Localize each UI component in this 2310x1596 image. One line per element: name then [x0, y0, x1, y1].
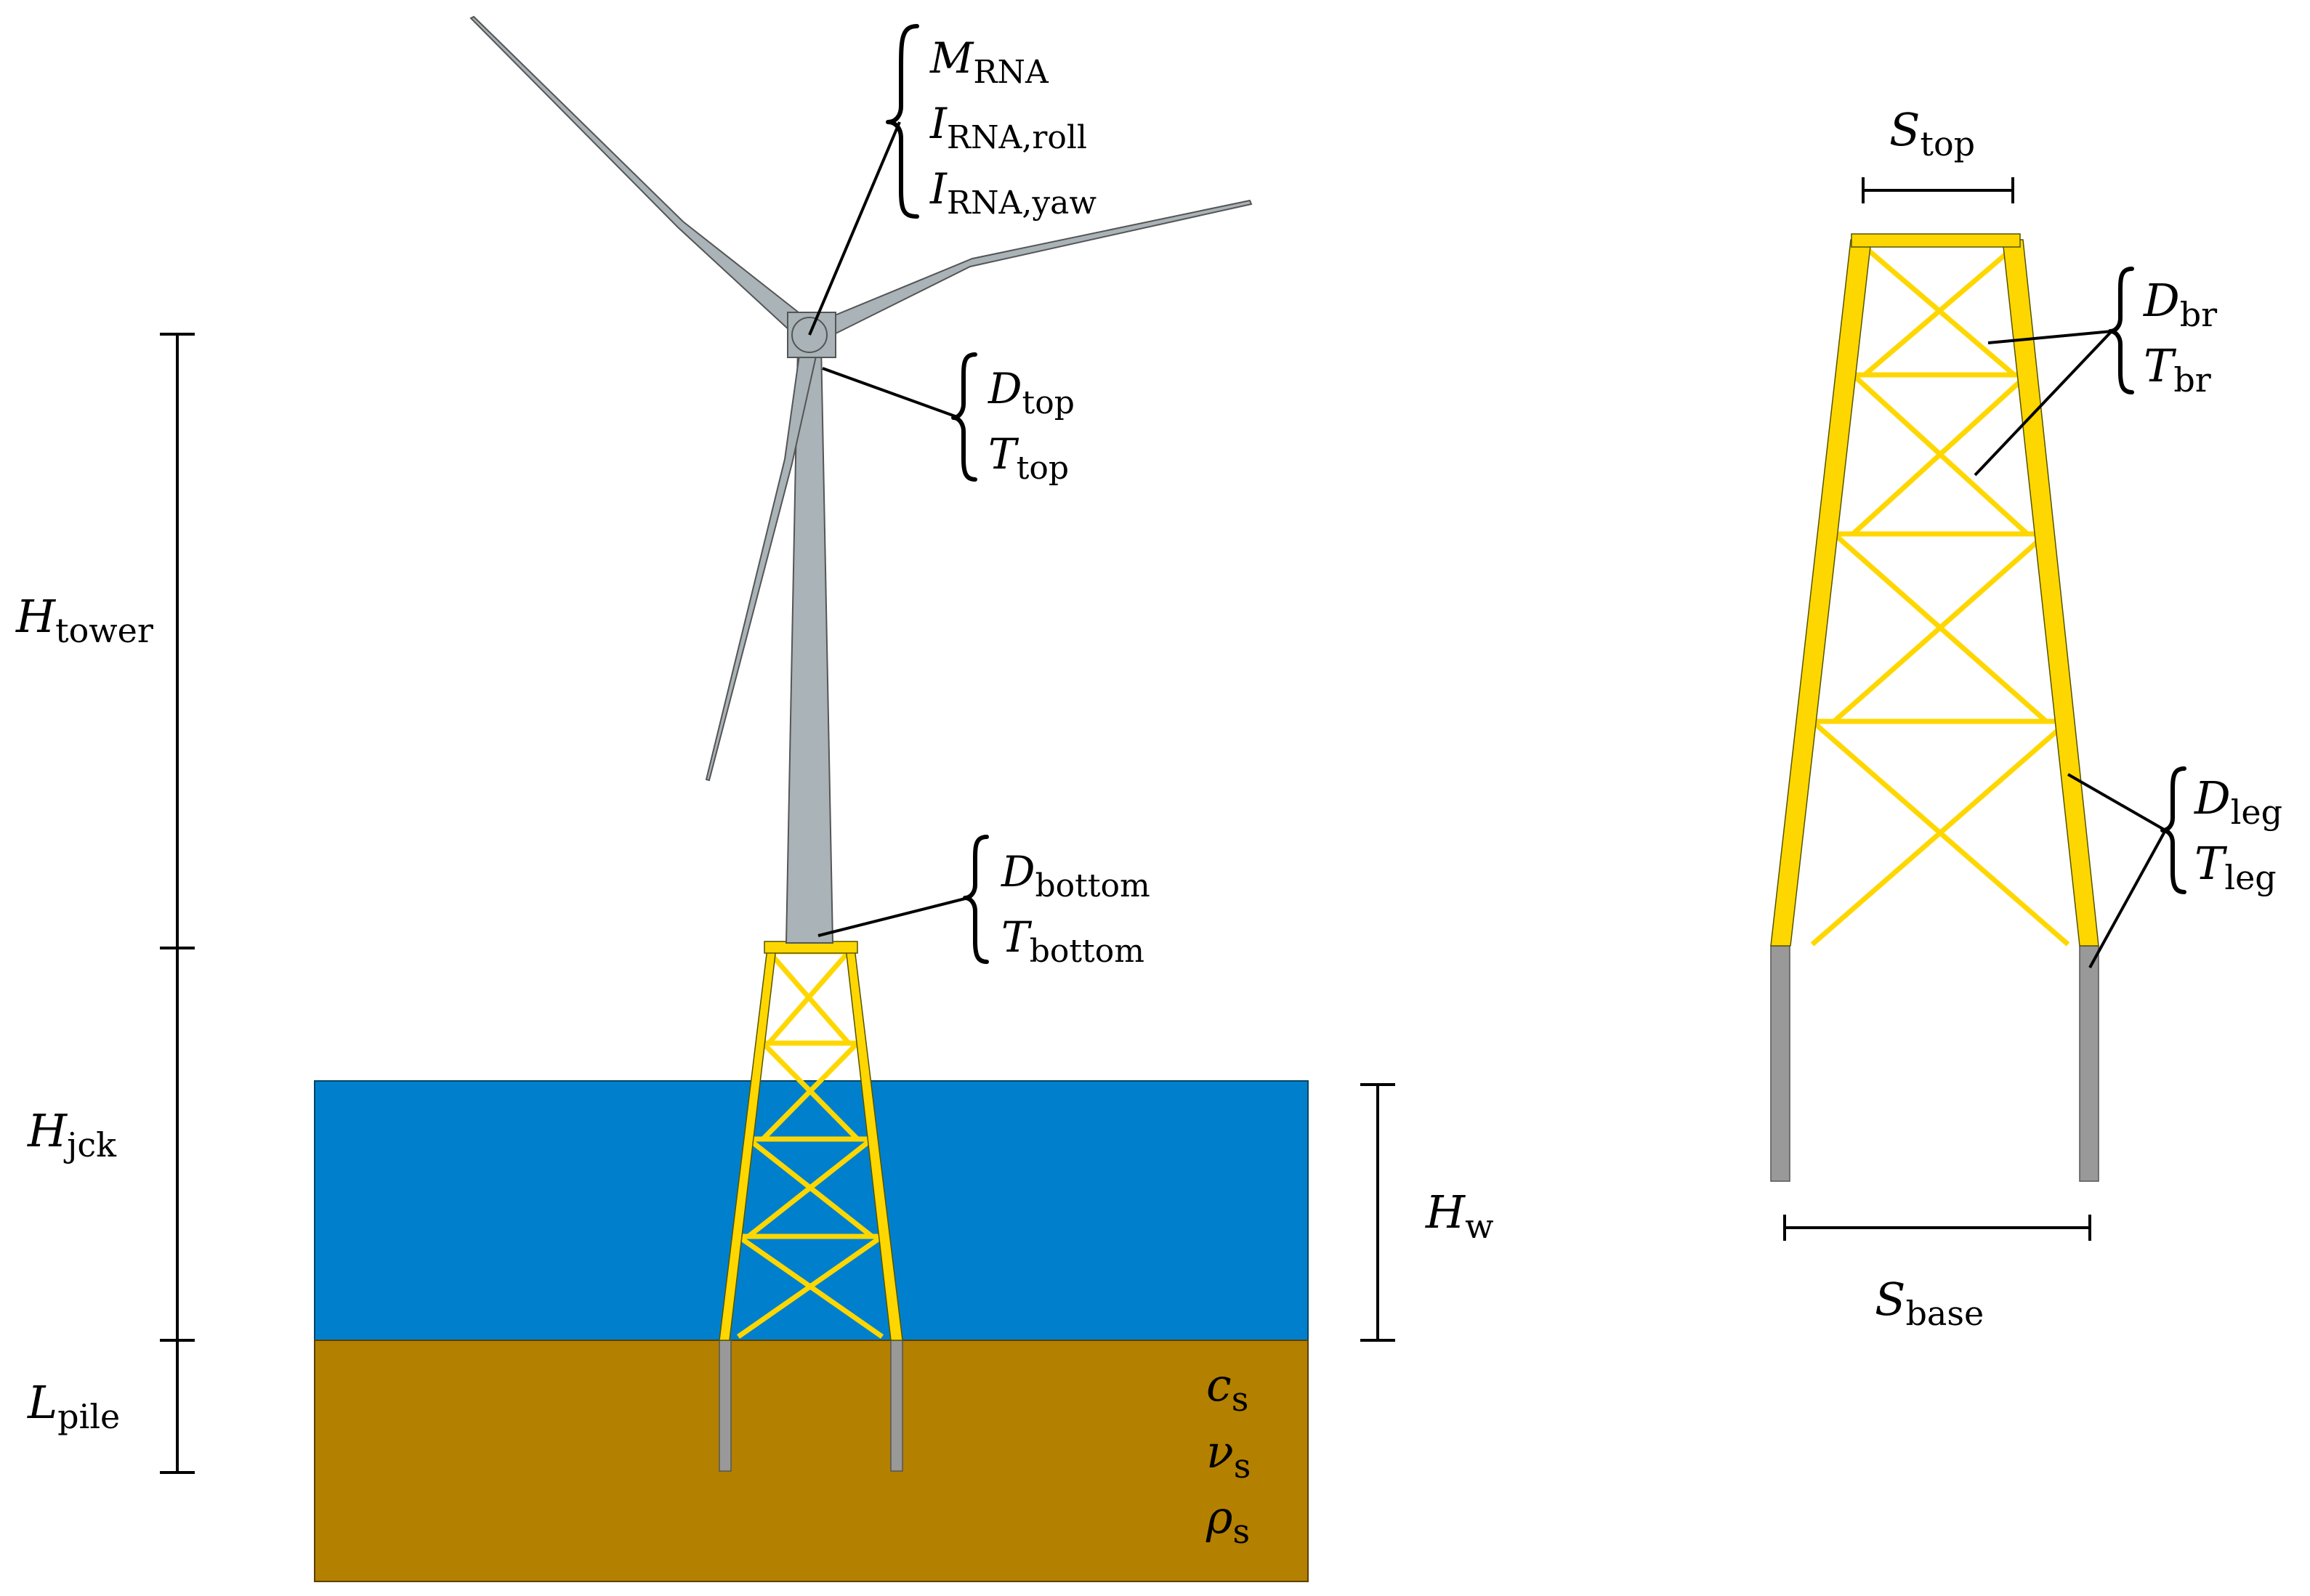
tower-bottom-thickness-label: Tbottom [1001, 912, 1144, 970]
large-jacket-leg-right [2002, 239, 2099, 947]
soil-poisson-ratio-label: νs [1206, 1425, 1251, 1486]
blade-right [805, 199, 1253, 347]
brace-thickness-label: Tbr [2144, 339, 2211, 400]
leg-leader-upper [2067, 773, 2166, 832]
leg-property-brace [2160, 766, 2186, 894]
tower-bottom-diameter-label: Dbottom [1001, 847, 1150, 904]
large-jacket-top-beam [1851, 233, 2021, 248]
tower-height-label: Htower [15, 590, 153, 650]
rna-yaw-inertia-label: IRNA,yaw [929, 164, 1097, 222]
tower-top-brace [951, 352, 977, 482]
large-jacket [1770, 233, 2099, 1182]
tower-bottom-brace [963, 835, 989, 964]
top-width-dimension-line [1862, 177, 2014, 203]
leg-leader-lower [2088, 830, 2167, 968]
leg-thickness-label: Tleg [2194, 837, 2277, 897]
large-jacket-braces [1810, 245, 2070, 947]
wind-turbine [469, 15, 1253, 944]
brace-diameter-label: Dbr [2143, 274, 2217, 334]
water-depth-dimension-line [1360, 1083, 1395, 1342]
blade-upper-left [469, 15, 814, 341]
tower-top-leader [822, 367, 960, 419]
base-width-dimension-line [1783, 1215, 2091, 1241]
brace-leader-upper [1987, 330, 2112, 344]
large-jacket-leg-left [1770, 239, 1872, 947]
rna-mass-label: MRNA [929, 33, 1049, 91]
tower-top-thickness-label: Ttop [988, 429, 1069, 487]
seabed-soil-region [314, 1340, 1309, 1582]
small-jacket-braces [736, 949, 884, 1339]
brace-property-brace [2108, 267, 2134, 394]
soil-cohesion-label: cs [1206, 1358, 1248, 1419]
water-depth-label: Hw [1425, 1186, 1493, 1246]
rna-leader [808, 121, 901, 336]
large-pile-left [1770, 945, 1790, 1182]
brace-leader-lower [1974, 330, 2113, 477]
base-width-label: Sbase [1875, 1273, 1984, 1333]
top-width-label: Stop [1889, 103, 1975, 163]
height-dimension-line [160, 333, 195, 1474]
tower-bottom-leader [817, 896, 969, 937]
pile-length-label: Lpile [27, 1376, 120, 1436]
pile-left [719, 1340, 732, 1472]
leg-diameter-label: Dleg [2194, 771, 2282, 832]
rna-brace [886, 24, 919, 219]
tower-top-diameter-label: Dtop [988, 364, 1075, 421]
pile-right [890, 1340, 903, 1472]
large-pile-right [2079, 945, 2099, 1182]
jacket-height-label: Hjck [27, 1104, 117, 1164]
small-jacket [719, 941, 903, 1472]
water-region [314, 1080, 1309, 1341]
soil-density-label: ρs [1206, 1491, 1250, 1551]
rna-roll-inertia-label: IRNA,roll [929, 99, 1087, 156]
